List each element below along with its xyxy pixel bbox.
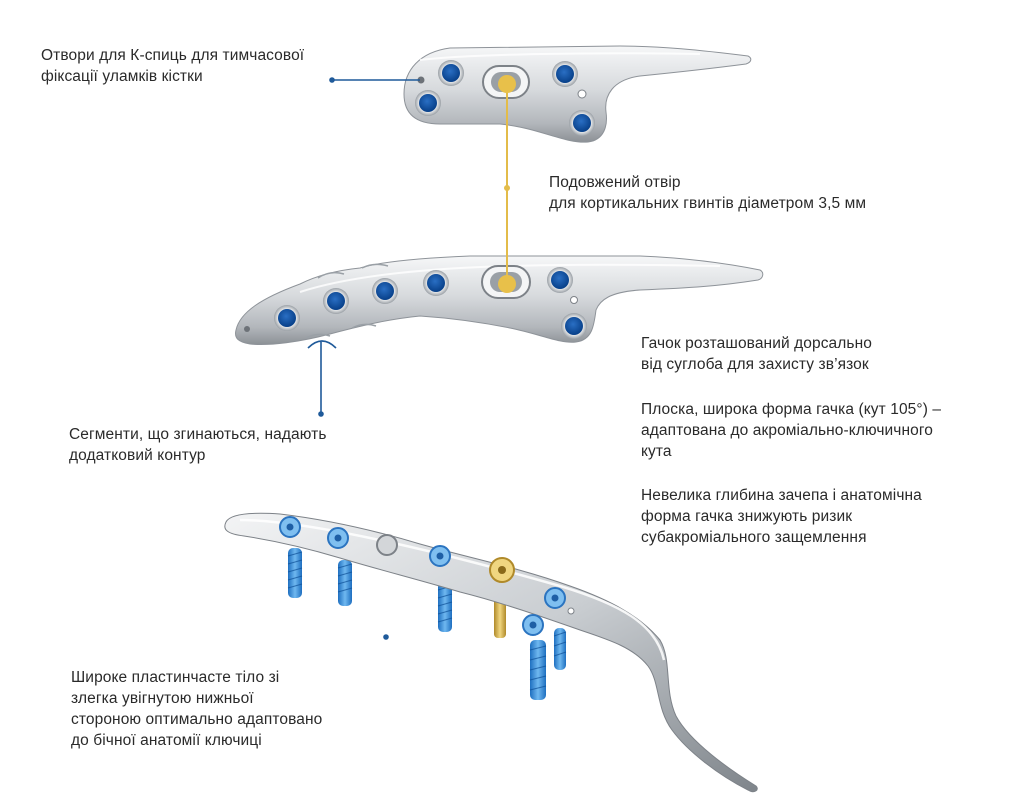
plate-body-line-4: до бічної анатомії ключиці xyxy=(71,732,262,749)
elongated-hole-label: Подовжений отвір для кортикальних гвинті… xyxy=(549,172,866,214)
kwire-holes-label: Отвори для К-спиць для тимчасової фіксац… xyxy=(41,45,304,87)
hook-shape-label: Плоска, широка форма гачка (кут 105°) – … xyxy=(641,399,941,462)
plate-body-label: Широке пластинчасте тіло зі злегка увігн… xyxy=(71,667,322,751)
plate-body-line-1: Широке пластинчасте тіло зі xyxy=(71,669,280,686)
plate-body-line-2: злегка увігнутою нижньої xyxy=(71,690,254,707)
hook-shape-line-1: Плоска, широка форма гачка (кут 105°) – xyxy=(641,401,942,418)
elongated-hole-line-2: для кортикальних гвинтів діаметром 3,5 м… xyxy=(549,195,867,212)
elongated-hole-line-1: Подовжений отвір xyxy=(549,174,681,191)
bendable-segments-label: Сегменти, що згинаються, надають додатко… xyxy=(69,424,327,466)
middle-plate xyxy=(235,255,764,345)
leader-lines xyxy=(307,75,516,640)
hook-shape-line-3: кута xyxy=(641,443,672,460)
hook-depth-label: Невелика глибина зачепа і анатомічна фор… xyxy=(641,485,922,548)
kwire-holes-line-2: фіксації уламків кістки xyxy=(41,68,203,85)
hook-position-label: Гачок розташований дорсально від суглоба… xyxy=(641,333,872,375)
bendable-segments-line-2: додатковий контур xyxy=(69,447,206,464)
locking-screws xyxy=(287,548,567,700)
hook-shape-line-2: адаптована до акроміально-ключичного xyxy=(641,422,933,439)
bendable-segments-line-1: Сегменти, що згинаються, надають xyxy=(69,426,327,443)
plate-body-line-3: стороною оптимально адаптовано xyxy=(71,711,323,728)
top-plate xyxy=(403,45,752,143)
hook-depth-line-3: субакроміального защемлення xyxy=(641,529,867,546)
bottom-plate-3d xyxy=(224,512,758,793)
hook-depth-line-1: Невелика глибина зачепа і анатомічна xyxy=(641,487,922,504)
hook-depth-line-2: форма гачка знижують ризик xyxy=(641,508,853,525)
kwire-holes-line-1: Отвори для К-спиць для тимчасової xyxy=(41,47,305,64)
hook-position-line-1: Гачок розташований дорсально xyxy=(641,335,872,352)
hook-position-line-2: від суглоба для захисту зв’язок xyxy=(641,356,869,373)
